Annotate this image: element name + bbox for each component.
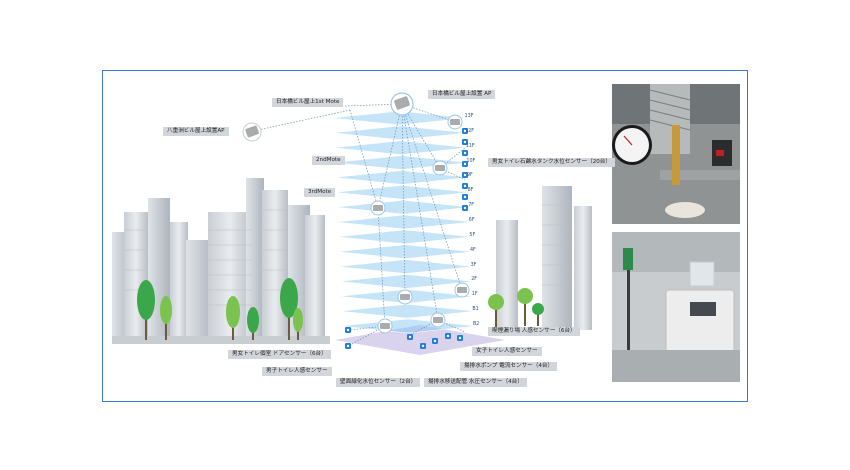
sensor-icon-dot	[433, 339, 437, 343]
label-female-toilet-sensor: 女子トイレ人感センサー	[472, 347, 542, 356]
label-door-sensor: 男女トイレ個室 ドアセンサー（6台）	[228, 350, 331, 359]
mote-devices	[370, 114, 470, 334]
floor-label: 12F	[465, 128, 475, 134]
sensor-icon-dot	[421, 344, 425, 348]
floor-label: B2	[473, 322, 480, 327]
label-drain-pipe-sensor: 揚排水移送配管 水圧センサー（4台）	[424, 378, 527, 387]
label-ap-roof: 日本橋ビル屋上設置 AP	[428, 90, 496, 99]
right-city-buildings	[496, 186, 592, 330]
floor-plate	[334, 184, 471, 200]
access-point-yaesu	[242, 122, 262, 142]
floor-label: 3F	[470, 262, 477, 268]
label-pump-current-sensor: 揚排水ポンプ 電流センサー（4台）	[460, 362, 558, 371]
left-trees	[137, 278, 303, 340]
photo-tank-sensor	[612, 232, 740, 382]
label-2nd-mote: 2ndMote	[312, 156, 345, 165]
sensor-icon-dot	[463, 140, 467, 144]
floor-label: 7F	[468, 203, 474, 209]
sensor-icon-dot	[346, 344, 350, 348]
label-ap-yaesu: 八重洲ビル屋上設置AP	[163, 127, 229, 136]
floor-label: 8F	[467, 188, 474, 194]
sensor-icon-dot	[458, 336, 462, 340]
floor-label: B1	[472, 307, 479, 313]
floor-label: 10F	[466, 158, 476, 164]
label-tank-level-sensor: 壁面緑化水位センサー（2台）	[336, 378, 421, 387]
floor-plate	[332, 125, 469, 141]
access-point-roof	[390, 92, 414, 116]
sensor-icon-dot	[463, 151, 467, 155]
sensor-icon-dot	[463, 184, 467, 188]
label-3rd-mote: 3rdMote	[304, 188, 336, 197]
floor-label: 2F	[471, 277, 477, 283]
label-leak-human-sensor: 喫煙漏り場 人感センサー（6台）	[488, 327, 580, 336]
sensor-icons	[345, 128, 468, 349]
sensor-icon-dot	[463, 173, 467, 177]
floor-plate	[333, 155, 470, 170]
sensor-icon-dot	[446, 334, 450, 338]
photo-pressure-gauge	[612, 84, 740, 224]
network-links	[257, 103, 466, 346]
label-male-toilet-sensor: 男子トイレ人感センサー	[262, 367, 332, 376]
floor-label: 9F	[467, 173, 473, 179]
sensor-icon-dot	[463, 162, 467, 166]
floor-plate	[336, 244, 474, 260]
sensor-icon-dot	[408, 335, 412, 339]
base-platform	[335, 325, 505, 355]
floor-label: 4F	[470, 247, 476, 253]
floor-label: 13F	[464, 114, 474, 119]
label-ap-1st-mote: 日本橋ビル屋上1st Mote	[272, 98, 344, 107]
floor-label: 1F	[471, 292, 478, 298]
floor-label: 5F	[469, 232, 476, 238]
floor-label: 6F	[468, 218, 475, 223]
right-trees	[488, 288, 544, 327]
floor-plate	[335, 199, 472, 215]
floor-plate	[339, 303, 476, 319]
floor-plate	[337, 259, 474, 274]
floor-plate	[339, 318, 477, 334]
label-toilet-tank-sensor: 男女トイレ石鹸水タンク水位センサー（20台）	[488, 158, 615, 167]
floor-plate	[332, 140, 469, 156]
sensor-icon-dot	[346, 328, 350, 332]
floor-label: 11F	[465, 143, 475, 149]
sensor-icon-dot	[463, 129, 467, 133]
sensor-icon-dot	[463, 195, 467, 199]
floor-plate	[338, 274, 475, 289]
sensor-icon-dot	[463, 206, 467, 210]
floor-plate	[333, 170, 471, 185]
floor-plates	[331, 110, 477, 334]
